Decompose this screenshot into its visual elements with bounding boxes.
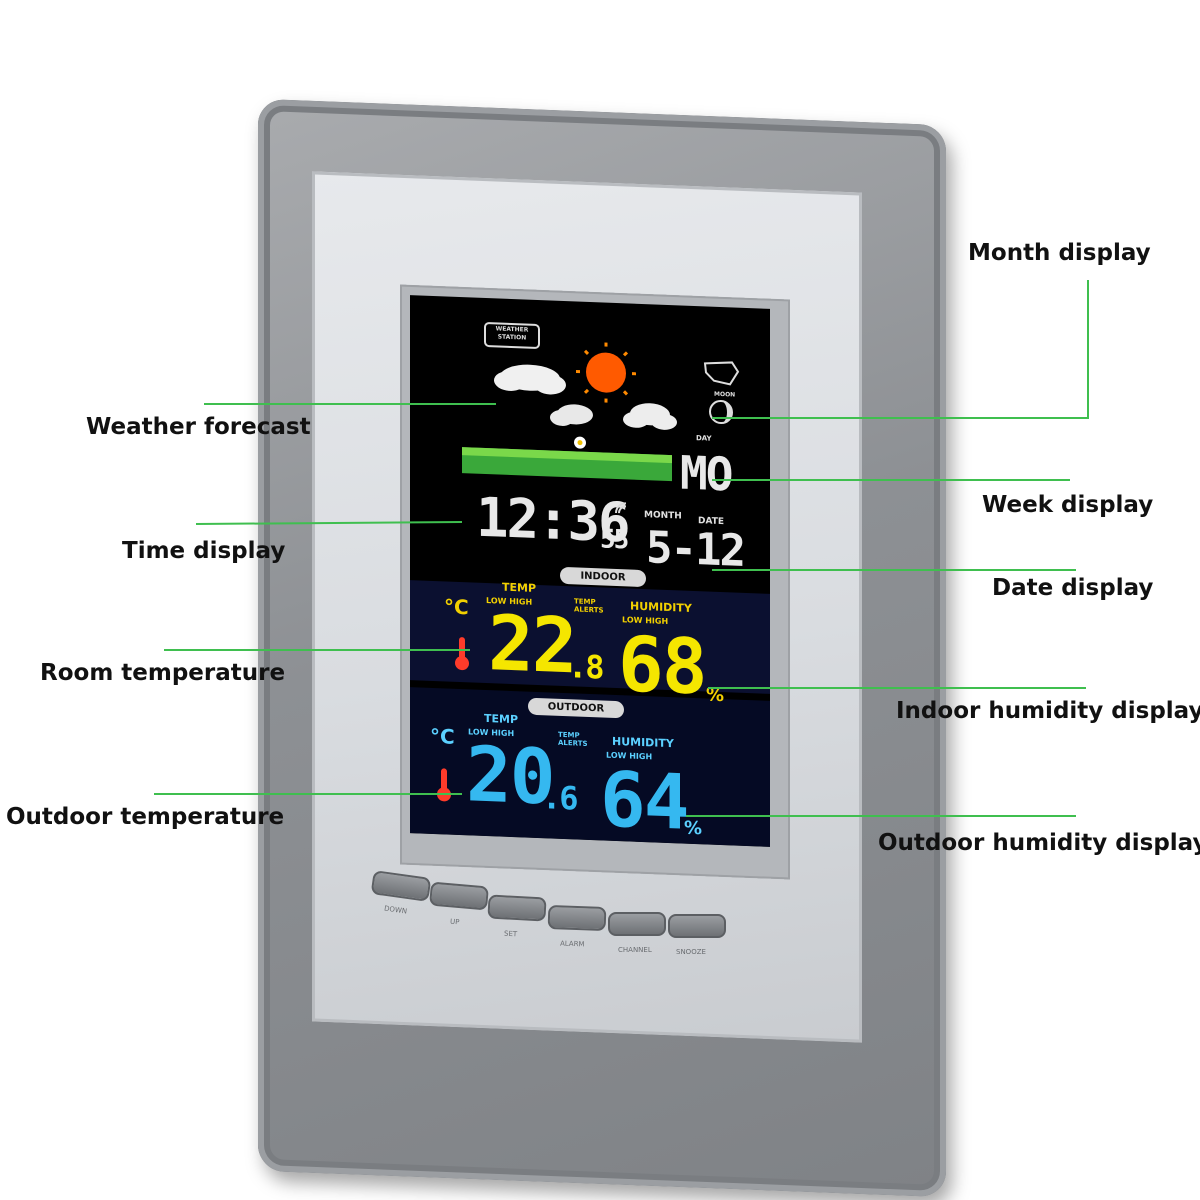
lcd-screen: WEATHER STATION MOON bbox=[410, 295, 770, 847]
week-display-callout: Week display bbox=[982, 492, 1154, 518]
indoor-thermometer-icon bbox=[455, 637, 469, 671]
outdoor-humidity-callout: Outdoor humidity display bbox=[878, 830, 1200, 856]
outdoor-temperature-callout: Outdoor temperature bbox=[6, 804, 285, 830]
weather-forecast-icon bbox=[462, 342, 677, 482]
signal-icon bbox=[615, 502, 627, 514]
time-display-callout: Time display bbox=[122, 538, 286, 564]
channel-button-label: CHANNEL bbox=[618, 946, 652, 954]
snooze-button-label: SNOOZE bbox=[676, 948, 706, 956]
snooze-button[interactable] bbox=[668, 914, 726, 938]
date-display-callout: Date display bbox=[992, 575, 1154, 601]
weather-forecast-callout: Weather forecast bbox=[86, 414, 311, 440]
month-display-callout: Month display bbox=[968, 240, 1151, 266]
time-callout-line bbox=[195, 521, 463, 525]
indoor-humidity-callout: Indoor humidity display bbox=[896, 698, 1200, 724]
room-temperature-callout: Room temperature bbox=[40, 660, 286, 686]
channel-button[interactable] bbox=[608, 912, 666, 936]
month-callout-line bbox=[712, 280, 1089, 419]
map-icon bbox=[703, 361, 740, 386]
